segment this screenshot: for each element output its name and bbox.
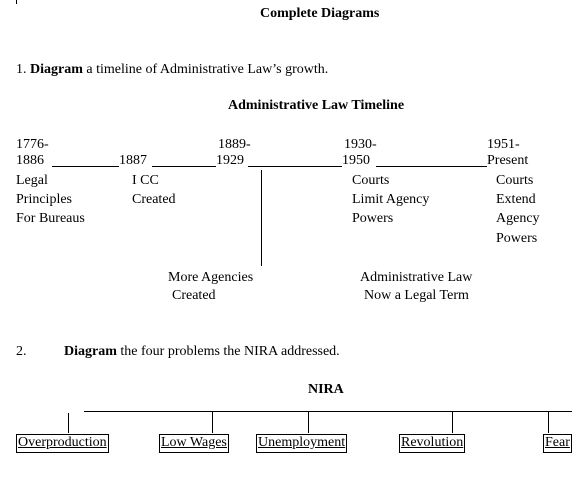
- page-edge-mark: [16, 0, 17, 4]
- timeline-connector: [261, 170, 262, 266]
- nira-problem-box: Revolution: [399, 434, 466, 453]
- period-note: Limit Agency: [352, 192, 430, 207]
- timeline-lower-note: Now a Legal Term: [364, 288, 469, 303]
- question-verb: Diagram: [64, 344, 117, 359]
- nira-connector: [308, 412, 309, 433]
- nira-problem-box: Fear: [543, 434, 572, 453]
- timeline-year: 1951-: [487, 137, 520, 152]
- timeline-year: 1886: [16, 153, 44, 168]
- period-note: For Bureaus: [16, 211, 85, 226]
- question-1: 1. Diagram a timeline of Administrative …: [16, 60, 328, 79]
- timeline-title: Administrative Law Timeline: [228, 98, 405, 113]
- period-note: Principles: [16, 192, 72, 207]
- timeline-lower-note: Created: [172, 288, 216, 303]
- nira-branch-line: [84, 411, 572, 412]
- timeline-line: [248, 166, 342, 167]
- period-note: Agency: [496, 211, 540, 226]
- nira-problem-box: Low Wages: [159, 434, 229, 453]
- period-note: I CC: [132, 173, 159, 188]
- question-2-number: 2.: [16, 344, 27, 359]
- nira-problem-box: Overproduction: [16, 434, 109, 453]
- question-text: a timeline of Administrative Law’s growt…: [82, 62, 329, 77]
- question-number: 1.: [16, 62, 27, 77]
- timeline-year: 1930-: [344, 137, 377, 152]
- period-note: Courts: [352, 173, 390, 188]
- nira-problem-box: Unemployment: [256, 434, 348, 453]
- period-note: Powers: [496, 231, 538, 246]
- nira-title: NIRA: [308, 382, 344, 397]
- period-note: Powers: [352, 211, 394, 226]
- nira-connector: [452, 412, 453, 433]
- question-text: the four problems the NIRA addressed.: [116, 344, 340, 359]
- timeline-year: 1776-: [16, 137, 49, 152]
- nira-connector: [548, 412, 549, 433]
- timeline-line: [152, 166, 216, 167]
- timeline-year: 1889-: [218, 137, 251, 152]
- question-verb: Diagram: [30, 62, 83, 77]
- period-note: Created: [132, 192, 176, 207]
- question-2: Diagram the four problems the NIRA addre…: [64, 342, 340, 361]
- timeline-line: [52, 166, 119, 167]
- page-heading: Complete Diagrams: [260, 6, 380, 21]
- period-note: Legal: [16, 173, 48, 188]
- nira-connector: [212, 412, 213, 433]
- period-note: Extend: [496, 192, 536, 207]
- period-note: Courts: [496, 173, 534, 188]
- timeline-year: 1950: [342, 153, 370, 168]
- timeline-year: 1929: [216, 153, 244, 168]
- timeline-year: Present: [487, 153, 529, 168]
- timeline-lower-note: More Agencies: [168, 270, 254, 285]
- nira-connector: [68, 413, 69, 433]
- timeline-lower-note: Administrative Law: [360, 270, 473, 285]
- timeline-line: [376, 166, 487, 167]
- timeline-year: 1887: [119, 153, 147, 168]
